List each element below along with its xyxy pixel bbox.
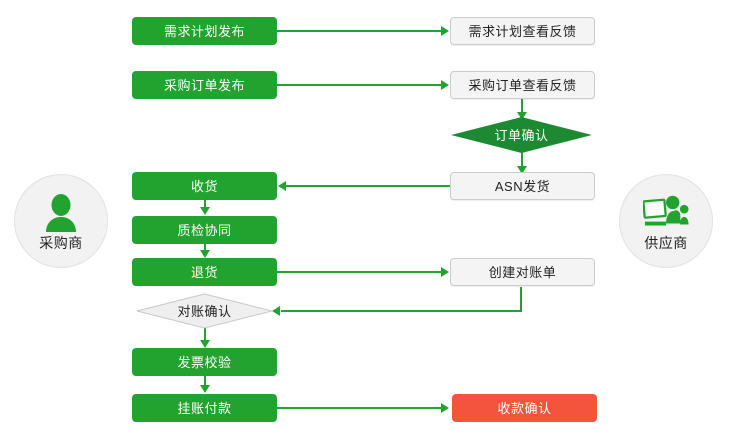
person-icon <box>38 192 84 232</box>
edge-po-publish-to-review <box>277 84 443 86</box>
node-create-statement[interactable]: 创建对账单 <box>450 258 595 286</box>
node-label: 订单确认 <box>494 127 549 143</box>
node-asn-shipment[interactable]: ASN发货 <box>450 172 595 200</box>
edge-arrowhead-return <box>200 250 210 258</box>
node-demand-plan-review[interactable]: 需求计划查看反馈 <box>450 17 595 45</box>
node-quality-collab[interactable]: 质检协同 <box>132 216 277 244</box>
person-at-computer-icon <box>643 192 689 232</box>
edge-payment-to-receipt-confirm <box>277 407 443 409</box>
node-label: 需求计划查看反馈 <box>468 23 577 39</box>
node-label: 采购订单发布 <box>163 77 245 93</box>
node-label: 挂账付款 <box>177 400 232 416</box>
node-receipt-confirm[interactable]: 收款确认 <box>452 394 597 422</box>
edge-arrowhead-asn <box>517 166 527 174</box>
actor-supplier[interactable]: 供应商 <box>619 174 713 268</box>
edge-create-statement-to-confirm <box>281 310 522 312</box>
node-order-confirm[interactable]: 订单确认 <box>451 117 592 153</box>
node-label: 退货 <box>190 264 218 280</box>
node-label: 质检协同 <box>177 222 232 238</box>
edge-arrowhead-demand-plan-review <box>441 26 449 36</box>
edge-order-confirm-to-asn <box>521 150 523 174</box>
edge-po-review-to-order-confirm <box>521 98 523 118</box>
edge-return-to-create-statement <box>277 271 443 273</box>
edge-statement-confirm-to-invoice <box>204 328 206 342</box>
edge-arrowhead-receipt-confirm <box>441 403 449 413</box>
node-statement-confirm[interactable]: 对账确认 <box>136 293 273 329</box>
node-po-review[interactable]: 采购订单查看反馈 <box>450 71 595 99</box>
node-label: 需求计划发布 <box>163 23 245 39</box>
node-label: 收款确认 <box>497 400 552 416</box>
node-label: 对账确认 <box>177 303 232 319</box>
edge-arrowhead-goods-receipt <box>278 181 286 191</box>
edge-arrowhead-po-review <box>441 80 449 90</box>
node-payable-payment[interactable]: 挂账付款 <box>132 394 277 422</box>
actor-label: 供应商 <box>644 235 688 251</box>
node-label: 创建对账单 <box>488 264 557 280</box>
edge-arrowhead-invoice-verify <box>200 340 210 348</box>
edge-arrowhead-payable-payment <box>200 385 210 393</box>
node-label: 发票校验 <box>177 354 232 370</box>
node-return-goods[interactable]: 退货 <box>132 258 277 286</box>
edge-arrowhead-quality <box>200 207 210 215</box>
actor-buyer[interactable]: 采购商 <box>14 174 108 268</box>
node-goods-receipt[interactable]: 收货 <box>132 172 277 200</box>
node-invoice-verify[interactable]: 发票校验 <box>132 348 277 376</box>
edge-invoice-to-payment <box>204 375 206 387</box>
edge-goods-receipt-to-quality <box>204 200 206 209</box>
node-label: 收货 <box>190 178 218 194</box>
edge-quality-to-return <box>204 244 206 251</box>
edge-demand-plan-publish-to-review <box>277 30 443 32</box>
node-po-publish[interactable]: 采购订单发布 <box>132 71 277 99</box>
node-label: 采购订单查看反馈 <box>468 77 577 93</box>
edge-asn-to-goods-receipt <box>286 185 452 187</box>
edge-create-statement-drop <box>520 287 522 312</box>
node-demand-plan-publish[interactable]: 需求计划发布 <box>132 17 277 45</box>
edge-arrowhead-create-statement <box>441 267 449 277</box>
actor-label: 采购商 <box>39 235 83 251</box>
edge-arrowhead-order-confirm <box>517 112 527 120</box>
edge-arrowhead-statement-confirm <box>272 306 280 316</box>
node-label: ASN发货 <box>494 178 551 194</box>
